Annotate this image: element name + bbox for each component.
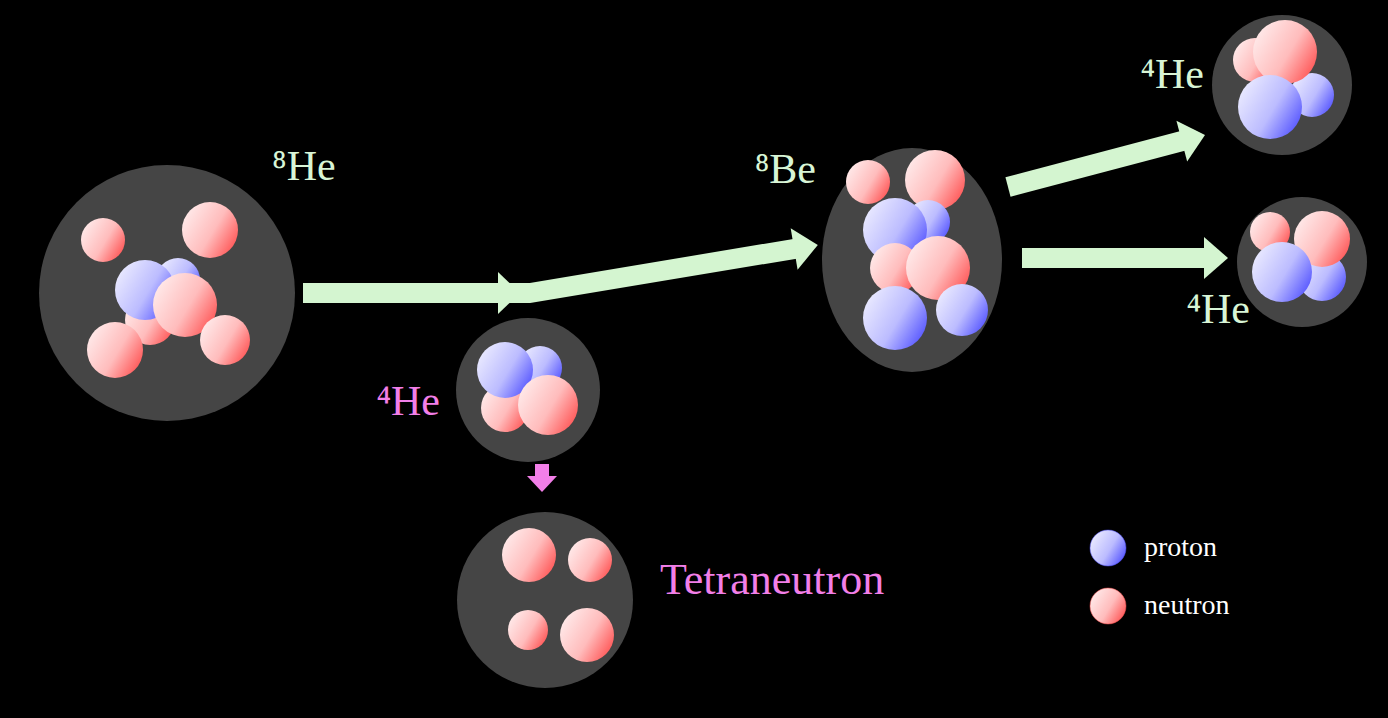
neutron-ball: [508, 610, 548, 650]
arrow-head: [1176, 121, 1205, 162]
nucleus-illustration: [39, 165, 295, 421]
nucleus-illustration: [1212, 15, 1352, 155]
nucleus-label: ⁴He: [376, 378, 440, 424]
arrow-shaft: [1022, 248, 1206, 268]
neutron-ball: [87, 322, 143, 378]
nucleus-illustration: [456, 318, 600, 462]
arrow-shaft: [1008, 141, 1184, 187]
nucleus-label: ⁸Be: [755, 146, 816, 192]
nucleus-label: ⁴He: [1140, 51, 1204, 97]
nucleus-outline: [457, 512, 633, 688]
arrow-shaft: [535, 464, 549, 478]
legend-swatch: [1090, 530, 1126, 566]
nucleus-circle: ⁴He: [456, 318, 600, 462]
reaction-arrow: [1022, 237, 1228, 279]
legend-swatch-frame: [1088, 528, 1128, 568]
neutron-ball: [200, 315, 250, 365]
nucleus-label: ⁸He: [272, 143, 336, 189]
nucleus-outline: [1237, 197, 1367, 327]
nucleus-circle: ⁴He: [1237, 197, 1367, 327]
arrow-shaft: [303, 283, 500, 303]
nucleus-illustration: [822, 148, 1002, 372]
nucleus-circle: ⁸He: [39, 165, 295, 421]
nucleus-outline: [456, 318, 600, 462]
reaction-arrow: [527, 464, 557, 492]
legend-swatch: [1090, 588, 1126, 624]
legend-swatch-frame: [1088, 586, 1128, 626]
neutron-ball: [502, 528, 556, 582]
arrow-head: [498, 272, 520, 314]
nucleus-illustration: [1237, 197, 1367, 327]
arrow-head: [791, 228, 818, 269]
neutron-ball: [560, 608, 614, 662]
reaction-arrow: [1008, 121, 1205, 187]
proton-ball: [1252, 242, 1312, 302]
neutron-ball: [81, 218, 125, 262]
reaction-arrow: [303, 272, 520, 314]
nucleus-circle: Tetraneutron: [457, 512, 633, 688]
neutron-ball: [905, 150, 965, 210]
neutron-ball: [518, 375, 578, 435]
nucleus-circle: ⁴He: [1212, 15, 1352, 155]
arrow-head: [1204, 237, 1228, 279]
nucleus-illustration: [457, 512, 633, 688]
nucleus-label: ⁴He: [1186, 286, 1250, 332]
nucleus-outline: [822, 148, 1002, 372]
proton-ball: [936, 284, 988, 336]
legend-label: neutron: [1144, 590, 1230, 621]
proton-ball: [863, 286, 927, 350]
neutron-ball: [846, 160, 890, 204]
neutron-ball: [182, 202, 238, 258]
nucleus-ellipse: ⁸Be: [822, 148, 1002, 372]
arrow-shaft: [303, 249, 797, 293]
arrow-head: [527, 476, 557, 492]
nucleus-outline: [39, 165, 295, 421]
legend-label: proton: [1144, 532, 1217, 563]
nucleus-outline: [1212, 15, 1352, 155]
reaction-arrow: [303, 228, 818, 293]
neutron-ball: [568, 538, 612, 582]
proton-ball: [1238, 75, 1302, 139]
neutron-ball: [1253, 20, 1317, 84]
nucleus-label: Tetraneutron: [660, 556, 884, 604]
